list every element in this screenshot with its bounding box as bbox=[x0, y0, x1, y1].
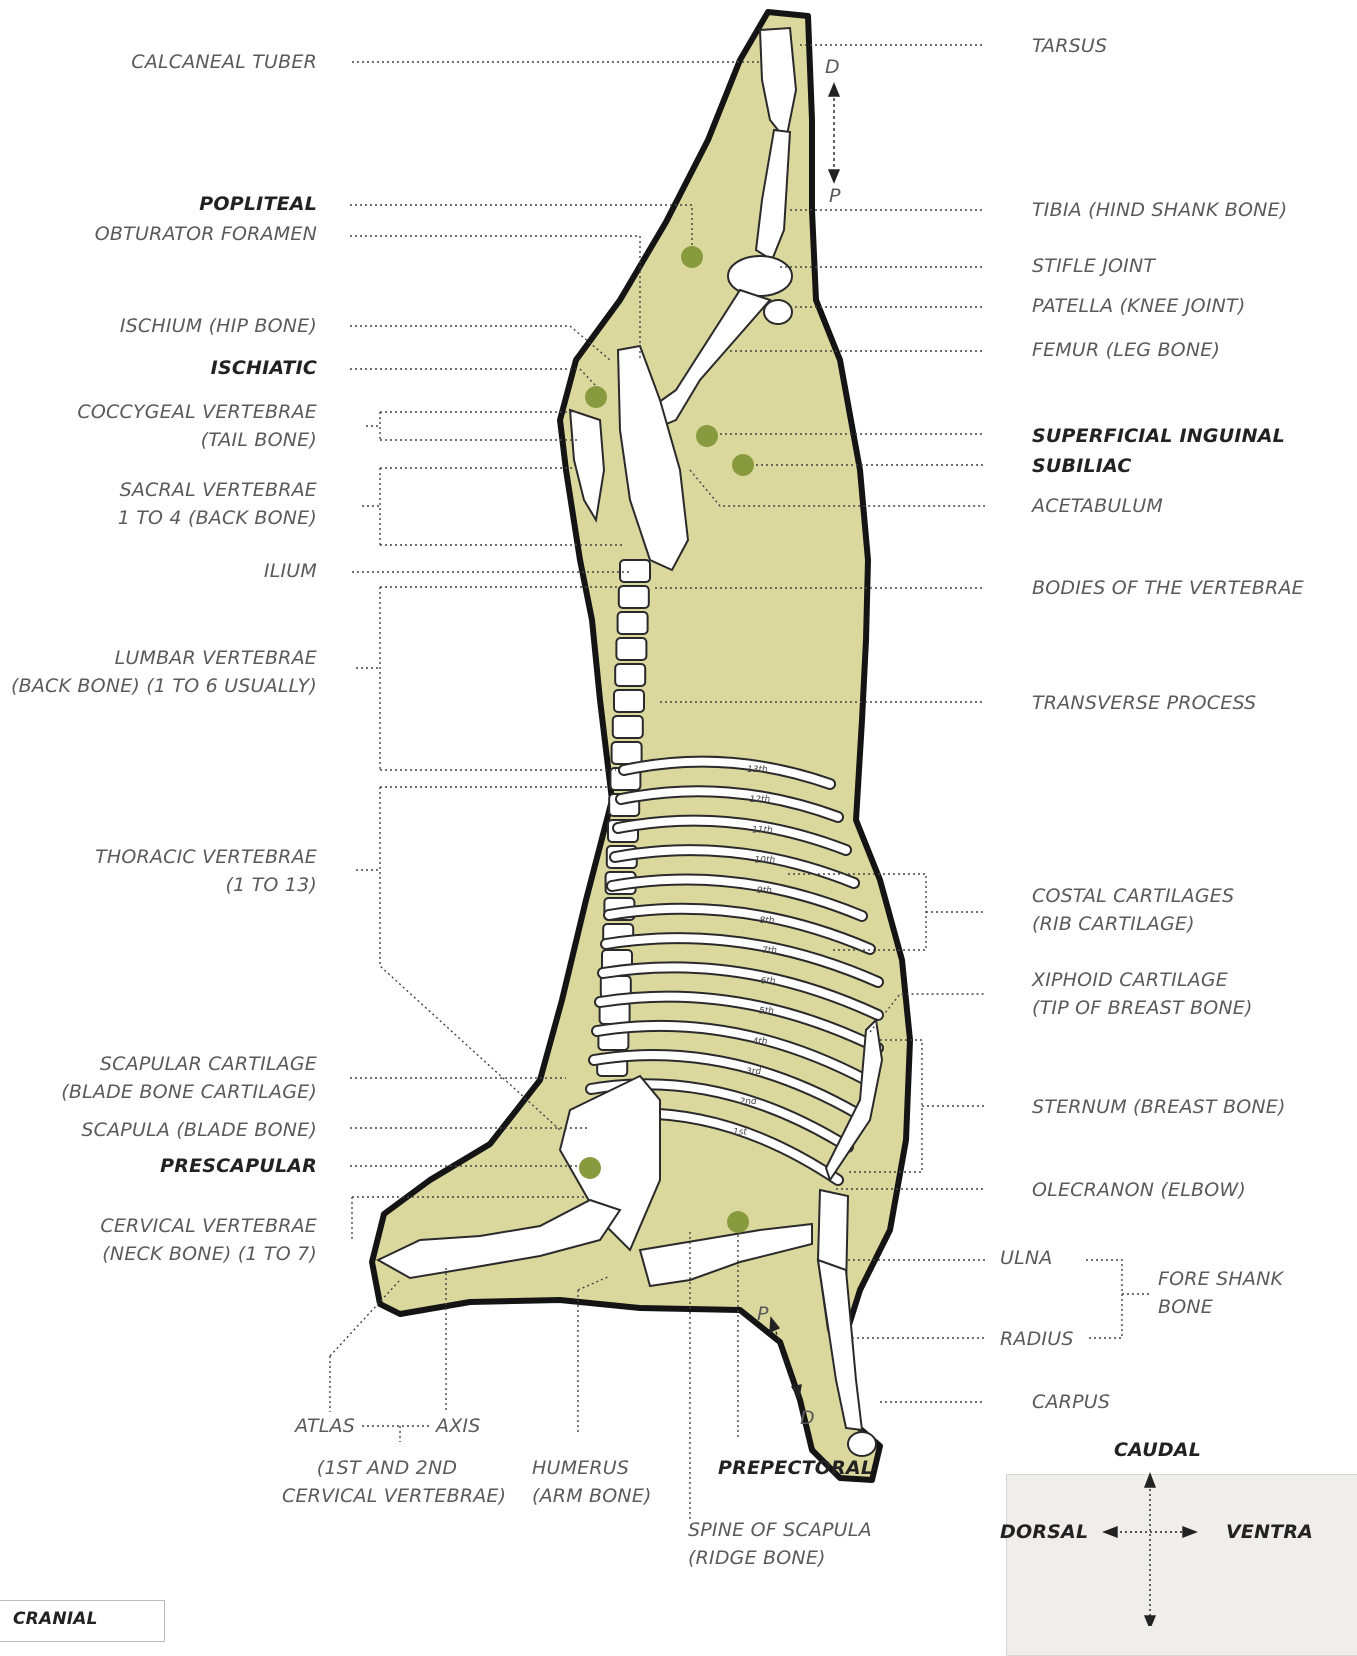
label-popliteal: POPLITEAL bbox=[199, 190, 317, 218]
rib-label: 10th bbox=[755, 856, 776, 866]
label-ischiatic: ISCHIATIC bbox=[211, 354, 317, 382]
label-spine-of-scapula: SPINE OF SCAPULA(RIDGE BONE) bbox=[688, 1516, 872, 1572]
vertebra bbox=[616, 638, 646, 660]
label-axis: AXIS bbox=[436, 1412, 480, 1440]
leader-line bbox=[356, 587, 625, 770]
cranial-label: CRANIAL bbox=[13, 1605, 98, 1633]
rib-label: 3rd bbox=[746, 1067, 761, 1077]
carpus-bone bbox=[848, 1432, 876, 1456]
rib-label: 5th bbox=[759, 1007, 774, 1017]
label-prepectoral: PREPECTORAL bbox=[718, 1454, 873, 1482]
direction-dorsal: DORSAL bbox=[1000, 1518, 1088, 1546]
label-olecranon: OLECRANON (ELBOW) bbox=[1032, 1176, 1246, 1204]
rib-label: 13th bbox=[747, 765, 768, 775]
rib-label: 8th bbox=[760, 916, 775, 926]
direction-caudal: CAUDAL bbox=[1114, 1436, 1201, 1464]
label-calcaneal-tuber: CALCANEAL TUBER bbox=[131, 48, 317, 76]
label-obturator-foramen: OBTURATOR FORAMEN bbox=[95, 220, 317, 248]
rib-label: 11th bbox=[752, 825, 773, 835]
direction-ventral: VENTRA bbox=[1226, 1518, 1313, 1546]
label-ischium: ISCHIUM (HIP BONE) bbox=[120, 312, 317, 340]
lymph-node-dot bbox=[579, 1157, 601, 1179]
label-ilium: ILIUM bbox=[264, 557, 317, 585]
leader-line bbox=[350, 205, 692, 246]
vertebra bbox=[619, 586, 649, 608]
vertebra bbox=[620, 560, 650, 582]
rib-label: 2nd bbox=[740, 1097, 757, 1107]
label-radius: RADIUS bbox=[1000, 1325, 1074, 1353]
cranial-key: CRANIAL bbox=[0, 1600, 165, 1642]
label-carpus: CARPUS bbox=[1032, 1388, 1110, 1416]
label-ulna: ULNA bbox=[1000, 1244, 1053, 1272]
vertebra bbox=[613, 716, 643, 738]
lymph-node-dot bbox=[681, 246, 703, 268]
label-scapula: SCAPULA (BLADE BONE) bbox=[81, 1116, 317, 1144]
label-superficial-inguinal: SUPERFICIAL INGUINAL bbox=[1032, 422, 1285, 450]
lymph-node-dot bbox=[696, 425, 718, 447]
vertebra bbox=[618, 612, 648, 634]
distal-marker-top: D bbox=[825, 53, 840, 81]
proximal-marker-bottom: P bbox=[757, 1300, 769, 1328]
vertebra bbox=[612, 742, 642, 764]
label-lumbar-vertebrae: LUMBAR VERTEBRAE(BACK BONE) (1 TO 6 USUA… bbox=[11, 644, 317, 700]
label-prescapular: PRESCAPULAR bbox=[160, 1152, 317, 1180]
rib-label: 7th bbox=[762, 946, 777, 956]
leader-line bbox=[366, 412, 580, 440]
label-atlas: ATLAS bbox=[295, 1412, 355, 1440]
label-humerus: HUMERUS(ARM BONE) bbox=[532, 1454, 652, 1510]
patella-bone bbox=[764, 300, 792, 324]
label-thoracic-vertebrae: THORACIC VERTEBRAE(1 TO 13) bbox=[95, 843, 317, 899]
label-transverse-process: TRANSVERSE PROCESS bbox=[1032, 689, 1256, 717]
lymph-node-dot bbox=[727, 1211, 749, 1233]
label-femur: FEMUR (LEG BONE) bbox=[1032, 336, 1220, 364]
rib-label: 6th bbox=[761, 976, 776, 986]
label-tibia: TIBIA (HIND SHANK BONE) bbox=[1032, 196, 1287, 224]
label-xiphoid-cartilage: XIPHOID CARTILAGE(TIP OF BREAST BONE) bbox=[1032, 966, 1253, 1022]
leader-line bbox=[350, 326, 610, 360]
leader-line bbox=[350, 369, 596, 386]
rib-label: 1st bbox=[733, 1127, 747, 1137]
label-stifle-joint: STIFLE JOINT bbox=[1032, 252, 1155, 280]
rib-label: 12th bbox=[750, 795, 771, 805]
label-bodies-vertebrae: BODIES OF THE VERTEBRAE bbox=[1032, 574, 1304, 602]
vertebra bbox=[614, 690, 644, 712]
label-subiliac: SUBILIAC bbox=[1032, 452, 1132, 480]
stifle-bone bbox=[728, 256, 792, 296]
rib-label: 9th bbox=[757, 886, 772, 896]
leader-line bbox=[1086, 1260, 1150, 1338]
vertebra bbox=[615, 664, 645, 686]
rib-label: 4th bbox=[753, 1037, 768, 1047]
label-costal-cartilages: COSTAL CARTILAGES(RIB CARTILAGE) bbox=[1032, 882, 1234, 938]
distal-marker-bottom: D bbox=[800, 1404, 815, 1432]
lymph-node-dot bbox=[585, 386, 607, 408]
leader-line bbox=[362, 1426, 430, 1442]
label-tarsus: TARSUS bbox=[1032, 32, 1107, 60]
label-coccygeal-vertebrae: COCCYGEAL VERTEBRAE(TAIL BONE) bbox=[77, 398, 317, 454]
direction-key bbox=[1006, 1474, 1357, 1656]
label-patella: PATELLA (KNEE JOINT) bbox=[1032, 292, 1245, 320]
label-sternum: STERNUM (BREAST BONE) bbox=[1032, 1093, 1286, 1121]
lymph-node-dot bbox=[732, 454, 754, 476]
proximal-marker-top: P bbox=[829, 182, 841, 210]
label-scapular-cartilage: SCAPULAR CARTILAGE(BLADE BONE CARTILAGE) bbox=[61, 1050, 317, 1106]
label-acetabulum: ACETABULUM bbox=[1032, 492, 1163, 520]
label-cervical-vertebrae: CERVICAL VERTEBRAE(NECK BONE) (1 TO 7) bbox=[100, 1212, 317, 1268]
